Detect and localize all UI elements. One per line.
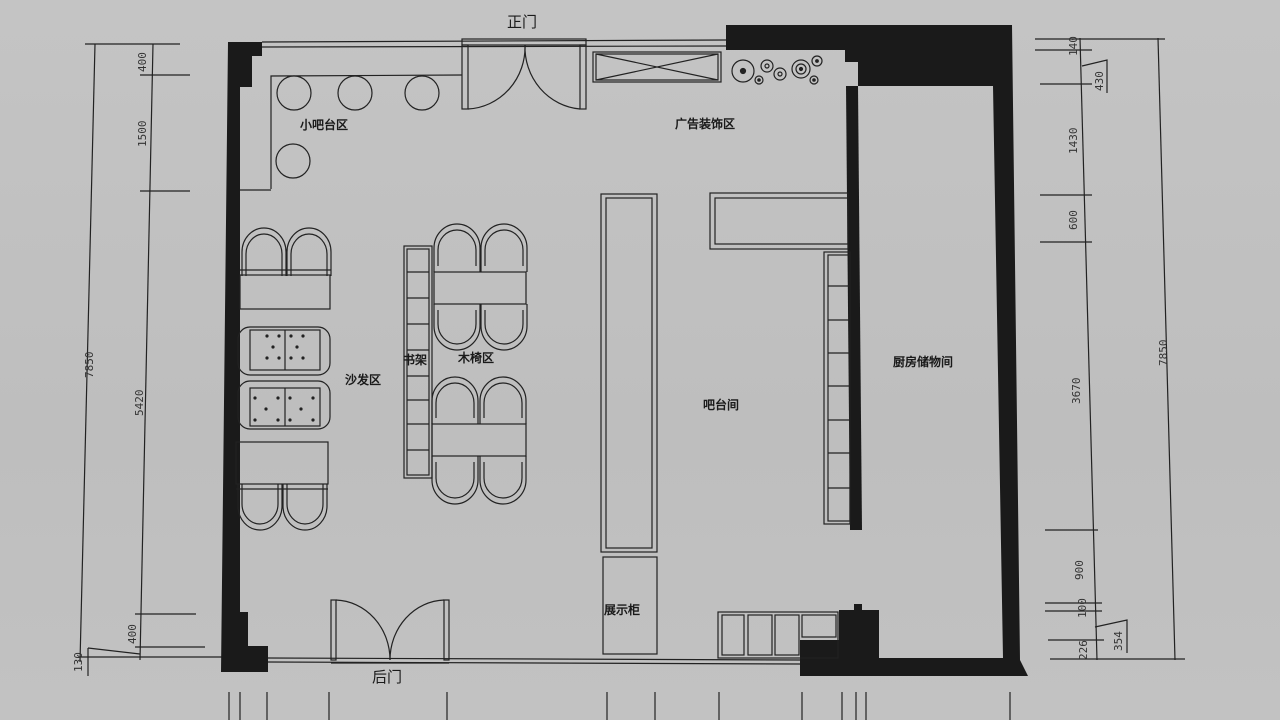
- back-door: [330, 599, 450, 664]
- upper-counter: [709, 192, 849, 250]
- dim-left-total: 7850: [83, 352, 96, 379]
- bar-room-label: 吧台间: [703, 397, 739, 412]
- sofa-area-label: 沙发区: [345, 372, 381, 387]
- dim-right-430: 430: [1093, 71, 1106, 91]
- bottom-cabinets: [717, 611, 839, 659]
- front-door-label: 正门: [507, 13, 537, 31]
- back-door-label: 后门: [372, 668, 402, 686]
- dim-right-900: 900: [1073, 560, 1086, 580]
- dim-left-1500: 1500: [136, 121, 149, 148]
- bookshelf-label: 书架: [403, 352, 427, 367]
- dim-left-400-bottom: 400: [126, 624, 139, 644]
- sofa-area-furniture: [235, 227, 332, 531]
- bottom-ticks: [228, 692, 1011, 720]
- dim-right-100: 100: [1076, 598, 1089, 618]
- ad-display-box: [592, 51, 722, 83]
- small-bar-label: 小吧台区: [300, 117, 348, 132]
- dim-right-3670: 3670: [1070, 378, 1083, 405]
- dim-right-226: 226: [1077, 640, 1090, 660]
- decor-circles: [731, 55, 823, 85]
- dim-left-400-top: 400: [136, 52, 149, 72]
- wood-chair-sets: [431, 223, 528, 505]
- long-bar-counter: [600, 193, 658, 553]
- kitchen-shelf: [823, 251, 851, 525]
- wood-chair-label: 木椅区: [457, 350, 494, 365]
- ad-decor-label: 广告装饰区: [675, 116, 735, 131]
- right-dimension-chain: [1035, 37, 1185, 661]
- front-door: [461, 38, 587, 110]
- display-cabinet-label: 展示柜: [604, 602, 640, 617]
- dim-left-5420: 5420: [133, 390, 146, 417]
- dim-right-354: 354: [1112, 631, 1125, 651]
- left-dimension-chain: [78, 43, 225, 676]
- dim-right-600: 600: [1067, 210, 1080, 230]
- dim-right-total: 7850: [1157, 340, 1170, 367]
- small-bar-counter: [240, 74, 463, 191]
- dim-right-1430: 1430: [1067, 128, 1080, 155]
- dim-right-140: 140: [1067, 36, 1080, 56]
- dim-left-130: 130: [72, 652, 85, 672]
- kitchen-storage-label: 厨房储物间: [893, 354, 953, 369]
- display-cabinet: [602, 556, 658, 655]
- bookshelf: [403, 245, 433, 479]
